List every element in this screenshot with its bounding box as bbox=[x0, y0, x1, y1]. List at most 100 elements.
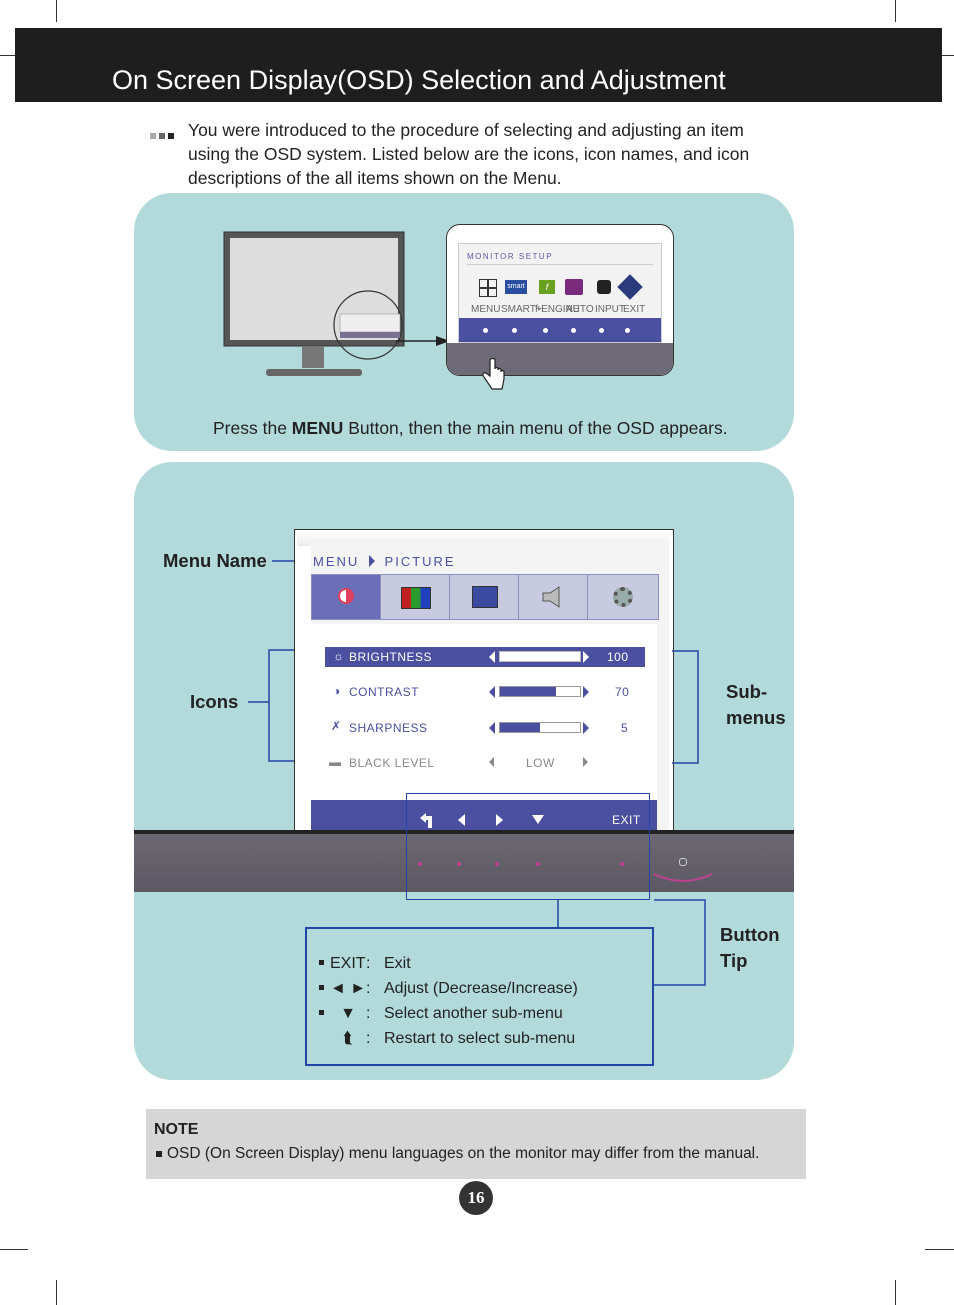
label-menu-name: Menu Name bbox=[163, 550, 267, 571]
hand-pointer-icon bbox=[482, 358, 505, 390]
power-icon[interactable] bbox=[679, 858, 687, 866]
display-icon bbox=[472, 586, 498, 608]
osd-zoom-frame: MONITOR SETUP smart f MENU SMART+ f-ENGI… bbox=[446, 224, 674, 376]
menu-grid-icon[interactable] bbox=[479, 279, 497, 297]
decrease-arrow-icon[interactable] bbox=[489, 757, 494, 767]
submenu-value: 70 bbox=[615, 685, 630, 699]
intro-text: You were introduced to the procedure of … bbox=[188, 120, 750, 188]
crop-mark bbox=[895, 0, 896, 22]
decrease-arrow-icon[interactable] bbox=[489, 651, 495, 663]
crop-mark bbox=[56, 1280, 57, 1305]
slider-fill bbox=[500, 723, 540, 732]
power-led-swoosh bbox=[653, 873, 713, 882]
slider-fill bbox=[500, 687, 556, 696]
osd-icon-label: f-ENGINE bbox=[535, 304, 580, 315]
submenu-row-sharpness[interactable]: ✗ SHARPNESS 5 bbox=[325, 718, 645, 738]
breadcrumb-menu: MENU bbox=[313, 554, 360, 569]
decrease-arrow-icon[interactable] bbox=[489, 686, 495, 698]
slider-fill bbox=[500, 652, 580, 661]
speaker-icon bbox=[542, 586, 560, 608]
bullet-icon bbox=[150, 126, 177, 144]
page-number: 16 bbox=[459, 1181, 493, 1215]
osd-title: MONITOR SETUP bbox=[467, 252, 554, 261]
gear-icon bbox=[613, 587, 633, 607]
submenu-label: BLACK LEVEL bbox=[349, 756, 435, 770]
tab-settings[interactable] bbox=[588, 575, 658, 619]
button-led[interactable] bbox=[457, 862, 461, 866]
bezel-top-edge bbox=[134, 830, 794, 834]
sun-icon: ☼ bbox=[333, 649, 345, 663]
submenu-label: CONTRAST bbox=[349, 685, 419, 699]
osd-button-row bbox=[459, 318, 661, 342]
brightness-slider[interactable] bbox=[499, 651, 581, 662]
bullet-icon bbox=[156, 1151, 162, 1157]
black-level-icon: ▬ bbox=[329, 755, 342, 769]
submenu-row-brightness[interactable]: ☼ BRIGHTNESS 100 bbox=[325, 647, 645, 667]
chevron-right-icon bbox=[368, 555, 375, 567]
legend-row-exit: EXIT:Exit bbox=[319, 955, 411, 973]
top-caption: Press the MENU Button, then the main men… bbox=[213, 418, 728, 438]
osd-main-menu: MONITOR SETUP smart f MENU SMART+ f-ENGI… bbox=[458, 243, 662, 343]
submenu-value: 5 bbox=[621, 721, 629, 735]
submenu-label: SHARPNESS bbox=[349, 721, 428, 735]
f-engine-icon[interactable]: f bbox=[539, 280, 555, 294]
increase-arrow-icon[interactable] bbox=[583, 722, 589, 734]
tab-display[interactable] bbox=[450, 575, 519, 619]
monitor-illustration bbox=[223, 231, 405, 376]
button-led[interactable] bbox=[418, 862, 422, 866]
submenu-value: 100 bbox=[607, 650, 629, 664]
osd-icon-label: SMART+ bbox=[501, 304, 542, 315]
submenu-row-contrast[interactable]: ◑ CONTRAST 70 bbox=[325, 682, 645, 702]
input-icon[interactable] bbox=[597, 280, 611, 294]
crop-mark bbox=[56, 0, 57, 22]
breadcrumb: MENU PICTURE bbox=[313, 554, 456, 569]
osd-tab-bar bbox=[311, 574, 659, 620]
sharpness-slider[interactable] bbox=[499, 722, 581, 733]
right-arrow-icon bbox=[496, 814, 503, 826]
button-led[interactable] bbox=[495, 862, 499, 866]
osd-icon-label: AUTO bbox=[566, 304, 594, 315]
crop-mark bbox=[925, 1249, 954, 1250]
tab-color[interactable] bbox=[381, 575, 450, 619]
crop-mark bbox=[0, 55, 28, 56]
button-led[interactable] bbox=[536, 862, 540, 866]
contrast-slider[interactable] bbox=[499, 686, 581, 697]
button-highlight-frame bbox=[406, 793, 650, 900]
return-arrow-icon bbox=[420, 813, 432, 828]
arrow-icon bbox=[396, 336, 450, 346]
submenu-value: LOW bbox=[526, 756, 555, 770]
submenu-label: BRIGHTNESS bbox=[349, 650, 433, 664]
header-bar bbox=[15, 28, 942, 102]
submenu-row-black-level[interactable]: ▬ BLACK LEVEL LOW bbox=[325, 753, 645, 773]
auto-icon[interactable] bbox=[565, 279, 583, 295]
crop-mark bbox=[895, 1280, 896, 1305]
osd-icon-label: EXIT bbox=[623, 304, 646, 315]
legend-box: EXIT:Exit ◄ ►:Adjust (Decrease/Increase)… bbox=[305, 927, 654, 1066]
increase-arrow-icon[interactable] bbox=[583, 651, 589, 663]
callout-lines bbox=[248, 560, 706, 986]
exit-icon[interactable] bbox=[617, 274, 643, 300]
monitor-bezel bbox=[447, 343, 673, 375]
increase-arrow-icon[interactable] bbox=[583, 757, 588, 767]
osd-icon-label: INPUT bbox=[595, 304, 625, 315]
increase-arrow-icon[interactable] bbox=[583, 686, 589, 698]
breadcrumb-page: PICTURE bbox=[384, 554, 456, 569]
crop-mark bbox=[0, 1249, 28, 1250]
label-icons: Icons bbox=[190, 691, 239, 712]
page-title: On Screen Display(OSD) Selection and Adj… bbox=[112, 65, 726, 95]
down-arrow-icon bbox=[532, 815, 544, 824]
decrease-arrow-icon[interactable] bbox=[489, 722, 495, 734]
sharpness-icon: ✗ bbox=[331, 719, 342, 733]
smart-icon[interactable]: smart bbox=[505, 280, 527, 294]
legend-row-restart: ⮬:Restart to select sub-menu bbox=[343, 1030, 576, 1047]
tab-brightness[interactable] bbox=[312, 575, 381, 619]
osd-screen: MENU PICTURE bbox=[294, 529, 674, 836]
osd-icon-label: MENU bbox=[471, 304, 501, 315]
brightness-icon bbox=[338, 588, 354, 604]
note-text: OSD (On Screen Display) menu languages o… bbox=[167, 1145, 760, 1162]
left-arrow-icon bbox=[458, 814, 465, 826]
legend-row-select: ▼:Select another sub-menu bbox=[319, 1005, 563, 1023]
button-led[interactable] bbox=[620, 862, 624, 866]
tab-sound[interactable] bbox=[519, 575, 588, 619]
